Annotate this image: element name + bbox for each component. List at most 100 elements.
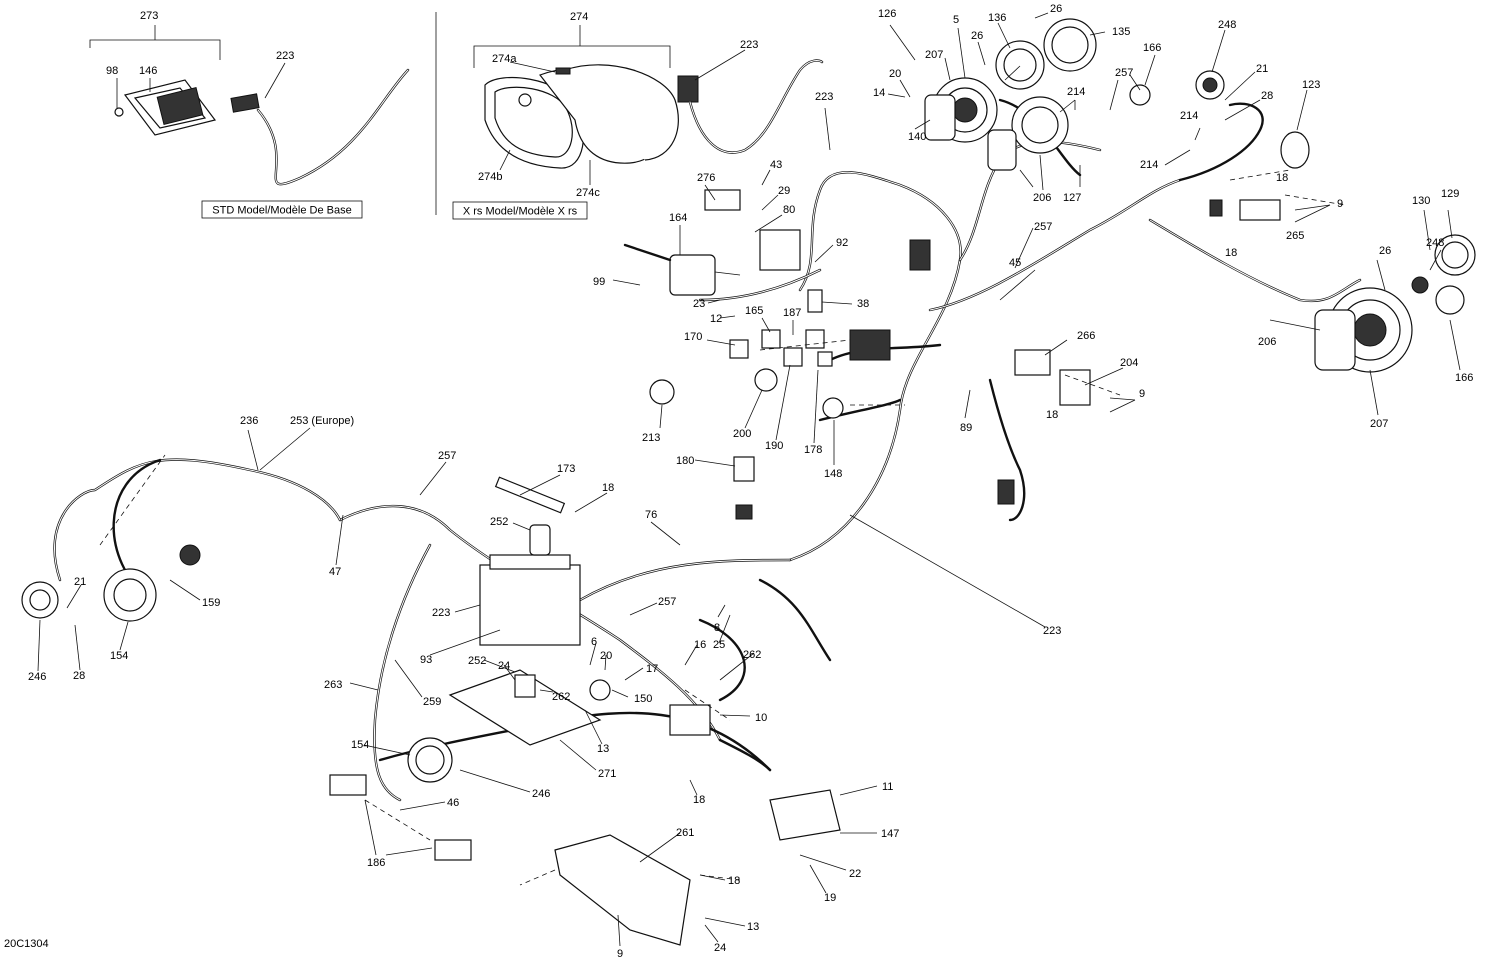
callout-17: 17 [646, 663, 658, 675]
callout-20: 20 [889, 68, 901, 80]
callout-274a: 274a [492, 53, 517, 65]
callout-214: 214 [1180, 110, 1198, 122]
callout-223: 223 [276, 50, 294, 62]
callout-252: 252 [490, 516, 508, 528]
callout-76: 76 [645, 509, 657, 521]
callout-18: 18 [693, 794, 705, 806]
callout-246: 246 [532, 788, 550, 800]
callout-236: 236 [240, 415, 258, 427]
right-light-assembly [1314, 234, 1476, 373]
front-light-harness [53, 458, 342, 602]
callout-165: 165 [745, 305, 763, 317]
callout-11: 11 [882, 781, 893, 793]
callout-89: 89 [960, 422, 972, 434]
callout-257: 257 [1034, 221, 1052, 233]
callout-140: 140 [908, 131, 926, 143]
callout-154: 154 [110, 650, 128, 662]
callout-26: 26 [1379, 245, 1391, 257]
std-model-label: STD Model/Modèle De Base [212, 205, 351, 217]
callout-127: 127 [1063, 192, 1081, 204]
callout-19: 19 [824, 892, 836, 904]
callout-166: 166 [1455, 372, 1473, 384]
xrs-model-label: X rs Model/Modèle X rs [463, 206, 578, 218]
callout-207: 207 [1370, 418, 1388, 430]
callout-159: 159 [202, 597, 220, 609]
callout-207: 207 [925, 49, 943, 61]
callout-43: 43 [770, 159, 782, 171]
callout-259: 259 [423, 696, 441, 708]
callout-29: 29 [778, 185, 790, 197]
callout-18: 18 [1225, 247, 1237, 259]
callout-206: 206 [1033, 192, 1051, 204]
callout-28: 28 [73, 670, 85, 682]
callout-18: 18 [1046, 409, 1058, 421]
callout-14: 14 [873, 87, 885, 99]
callout-21: 21 [74, 576, 86, 588]
callout-9: 9 [1337, 198, 1343, 210]
std-instrument-cluster [114, 79, 217, 136]
xrs-model-box: X rs Model/Modèle X rs [452, 201, 588, 220]
callout-93: 93 [420, 654, 432, 666]
callout-214: 214 [1140, 159, 1158, 171]
main-harness-223 [698, 98, 1362, 562]
callout-130: 130 [1412, 195, 1430, 207]
callout-274c: 274c [576, 187, 600, 199]
callout-257: 257 [1115, 67, 1133, 79]
callout-46: 46 [447, 797, 459, 809]
callout-26: 26 [1050, 3, 1062, 15]
callout-24: 24 [714, 942, 726, 954]
callout-8: 8 [714, 622, 720, 634]
callout-25: 25 [713, 639, 725, 651]
callout-213: 213 [642, 432, 660, 444]
callout-262: 262 [743, 649, 761, 661]
callout-18: 18 [1276, 172, 1288, 184]
callout-123: 123 [1302, 79, 1320, 91]
callout-248: 248 [1218, 19, 1236, 31]
callout-223: 223 [815, 91, 833, 103]
callout-23: 23 [693, 298, 705, 310]
callout-47: 47 [329, 566, 341, 578]
callout-26: 26 [971, 30, 983, 42]
callout-273: 273 [140, 10, 158, 22]
leader-lines [37, 12, 1461, 947]
callout-28: 28 [1261, 90, 1273, 102]
callout-257: 257 [658, 596, 676, 608]
lower-components [21, 476, 841, 946]
callout-136: 136 [988, 12, 1006, 24]
callout-9: 9 [1139, 388, 1145, 400]
callout-164: 164 [669, 212, 687, 224]
lower-harness-257 [338, 504, 832, 772]
callout-135: 135 [1112, 26, 1130, 38]
callout-146: 146 [139, 65, 157, 77]
callout-labels: 273 98 146 223 274 274a 274b 274c 223 12… [28, 3, 1473, 960]
callout-214: 214 [1067, 86, 1085, 98]
callout-45: 45 [1009, 257, 1021, 269]
callout-266: 266 [1077, 330, 1095, 342]
callout-16: 16 [694, 639, 706, 651]
callout-187: 187 [783, 307, 801, 319]
callout-147: 147 [881, 828, 899, 840]
callout-271: 271 [598, 768, 616, 780]
callout-98: 98 [106, 65, 118, 77]
callout-253-europe: 253 (Europe) [290, 415, 354, 427]
callout-263: 263 [324, 679, 342, 691]
callout-150: 150 [634, 693, 652, 705]
callout-261: 261 [676, 827, 694, 839]
callout-148: 148 [824, 468, 842, 480]
callout-274: 274 [570, 11, 588, 23]
callout-223: 223 [432, 607, 450, 619]
callout-13: 13 [747, 921, 759, 933]
callout-18: 18 [602, 482, 614, 494]
callout-99: 99 [593, 276, 605, 288]
callout-126: 126 [878, 8, 896, 20]
callout-38: 38 [857, 298, 869, 310]
callout-20: 20 [600, 650, 612, 662]
switch-and-relay-components [623, 189, 1091, 520]
callout-186: 186 [367, 857, 385, 869]
callout-190: 190 [765, 440, 783, 452]
std-cluster-cable [230, 68, 410, 186]
callout-166: 166 [1143, 42, 1161, 54]
callout-206: 206 [1258, 336, 1276, 348]
callout-248: 248 [1426, 237, 1444, 249]
